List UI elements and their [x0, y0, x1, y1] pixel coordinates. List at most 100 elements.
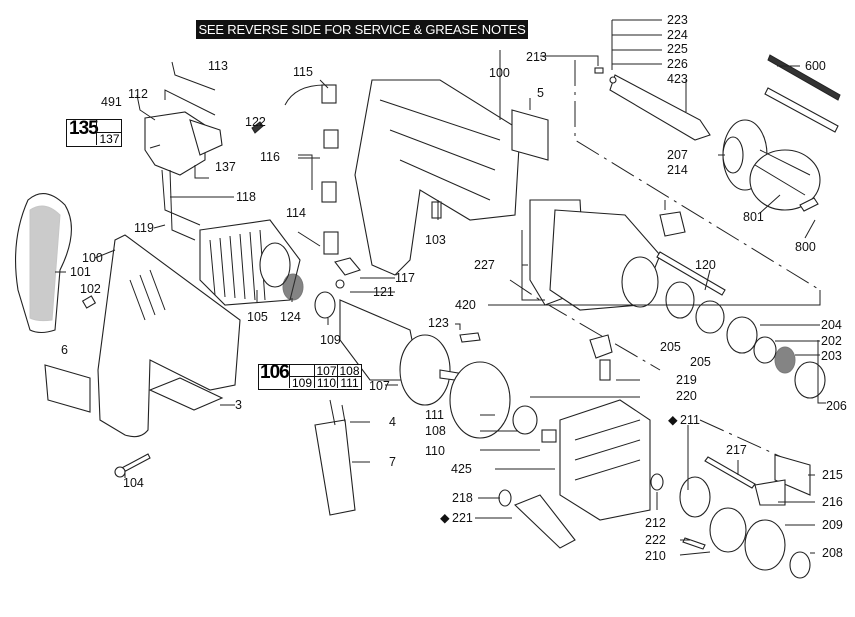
- carbon-brush-115: [321, 84, 337, 104]
- part-label: 137: [215, 160, 236, 174]
- part-label: 110: [425, 444, 445, 458]
- part-label: 801: [743, 210, 764, 224]
- kit-cell: 111: [337, 377, 361, 389]
- part-label: 212: [645, 516, 666, 530]
- housing-half-part: [97, 234, 241, 438]
- part-label: 113: [208, 59, 228, 73]
- part-label: 119: [134, 221, 154, 235]
- kit-divider: [289, 376, 361, 377]
- washer-208: [789, 551, 811, 579]
- part-label: 225: [667, 42, 688, 56]
- part-label: 123: [428, 316, 449, 330]
- part-label: 215: [822, 468, 843, 482]
- gear-housing-part: [354, 79, 521, 276]
- pin-217: [704, 456, 756, 489]
- kit-cell: [96, 120, 122, 132]
- part-label: 204: [821, 318, 842, 332]
- assembly-axis-line: [509, 279, 661, 371]
- part-label: 7: [389, 455, 396, 469]
- kit-cell: 109: [289, 377, 314, 389]
- brush-lead-114: [297, 231, 321, 247]
- brush-lead-115: [284, 84, 326, 106]
- part-label: 118: [236, 190, 256, 204]
- part-label: 222: [645, 533, 666, 547]
- chuck-key-handle: [764, 87, 839, 133]
- service-notes-banner: SEE REVERSE SIDE FOR SERVICE & GREASE NO…: [196, 20, 528, 39]
- marker-diamond-icon: ◆: [668, 413, 678, 427]
- marker-diamond-icon: ◆: [440, 511, 450, 525]
- cord-terminals-4: [329, 399, 346, 426]
- part-label: 800: [795, 240, 816, 254]
- knob-219: [589, 334, 613, 359]
- gear-211: [679, 476, 711, 518]
- kit-cell: 107: [314, 365, 338, 377]
- part-label: 219: [676, 373, 697, 387]
- kit-cell: 137: [96, 133, 122, 145]
- part-label: 115: [293, 65, 313, 79]
- part-label: 213: [526, 50, 547, 64]
- part-label: 223: [667, 13, 688, 27]
- part-label: 4: [389, 415, 396, 429]
- part-label: 3: [235, 398, 242, 412]
- washer-202: [753, 336, 777, 364]
- part-label: 209: [822, 518, 843, 532]
- part-label: 103: [425, 233, 446, 247]
- switch-part: [144, 111, 223, 176]
- part-label: 101: [70, 265, 91, 279]
- part-label: 217: [726, 443, 747, 457]
- part-label: 111: [425, 408, 445, 422]
- power-cord-7: [314, 419, 356, 516]
- part-label: 102: [80, 282, 101, 296]
- part-label: 203: [821, 349, 842, 363]
- clip-117: [334, 257, 361, 276]
- plate-215: [774, 454, 811, 496]
- leader-lines: [55, 19, 826, 556]
- screw-121: [335, 279, 345, 289]
- part-label: 220: [676, 389, 697, 403]
- part-label: 100: [489, 66, 510, 80]
- ball-223: [609, 76, 617, 84]
- part-label: 216: [822, 495, 843, 509]
- bushing-124: [282, 273, 304, 301]
- shaft-221: [514, 494, 576, 549]
- selector-214: [659, 211, 686, 237]
- part-label: 117: [395, 271, 415, 285]
- part-label: 116: [260, 150, 280, 164]
- bearing-109: [314, 291, 336, 319]
- bracket-216: [754, 479, 786, 506]
- part-label: 5: [537, 86, 544, 100]
- shaft-219: [599, 359, 611, 381]
- carbon-brush-114: [323, 231, 339, 255]
- part-label: 108: [425, 424, 446, 438]
- kit-cell: 110: [314, 377, 338, 389]
- brush-holder-116: [323, 129, 339, 149]
- part-label: 120: [695, 258, 716, 272]
- part-label: 104: [123, 476, 144, 490]
- pin-103: [431, 201, 442, 219]
- part-label: 221: [452, 511, 473, 525]
- part-label: 206: [826, 399, 847, 413]
- armature-part: [339, 299, 471, 406]
- wire-113: [171, 61, 216, 91]
- seal-206: [794, 361, 826, 399]
- part-label: 423: [667, 72, 688, 86]
- part-label: 214: [667, 163, 688, 177]
- part-label: 211: [680, 413, 700, 427]
- part-label: 202: [821, 334, 842, 348]
- part-label: 425: [451, 462, 472, 476]
- label-plate-6: [44, 364, 91, 413]
- part-label: 205: [690, 355, 711, 369]
- part-label: 218: [452, 491, 473, 505]
- kit-box-106: 106 107 108 109 110 111: [258, 363, 362, 390]
- pin-102: [81, 295, 97, 309]
- part-label: 420: [455, 298, 476, 312]
- part-label: 205: [660, 340, 681, 354]
- brush-holder-116b: [321, 181, 337, 203]
- bushing-110: [541, 429, 557, 443]
- kit-box-135: 135 137: [66, 119, 122, 147]
- part-label: 112: [128, 87, 148, 101]
- wire-112: [164, 89, 216, 116]
- part-label: 6: [61, 343, 68, 357]
